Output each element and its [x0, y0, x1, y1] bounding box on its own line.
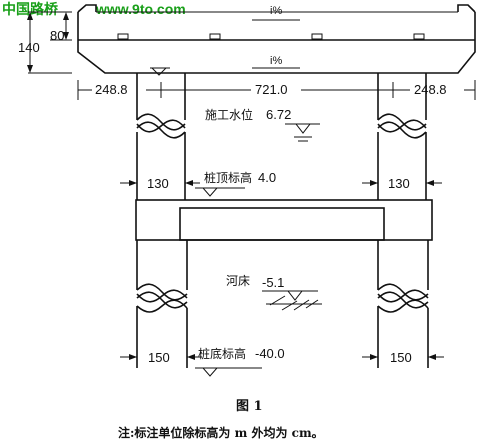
column-width-dims: 130 130 [120, 176, 442, 191]
left-column [136, 73, 186, 200]
watermark-right: www.9to.com [95, 1, 186, 17]
dim-overhang-left: 248.8 [95, 82, 128, 97]
cap-beam [77, 4, 476, 74]
slope-bottom-label: i% [270, 55, 282, 67]
pile-bottom-label: 桩底标高 [198, 346, 246, 361]
pile-top-value: 4.0 [258, 170, 276, 185]
pile-top-label: 桩顶标高 [204, 170, 252, 185]
dim-span: 721.0 [255, 82, 288, 97]
watermark-left: 中国路桥 [2, 1, 59, 18]
dim-overhang-right: 248.8 [414, 82, 447, 97]
dim-80: 80 [50, 28, 64, 43]
construction-water-value: 6.72 [266, 107, 291, 122]
dim-pile-left: 150 [148, 350, 170, 365]
pile-top-level: 桩顶标高 4.0 [195, 170, 276, 197]
figure-caption: 图 1 [236, 399, 263, 414]
horizontal-dimensions: 248.8 721.0 248.8 [77, 80, 476, 100]
left-pile [136, 240, 188, 368]
right-column [377, 73, 427, 200]
construction-water-label: 施工水位 [205, 107, 253, 122]
pile-width-dims: 150 150 [120, 350, 444, 365]
construction-water-level: 施工水位 6.72 [205, 107, 320, 142]
deck-height-dimensions: 80 140 [18, 11, 72, 74]
tie-beam [135, 199, 433, 241]
slope-top-label: i% [270, 5, 282, 17]
dim-pile-right: 150 [390, 350, 412, 365]
riverbed-label: 河床 [226, 274, 250, 288]
pile-bottom-level: 桩底标高 -40.0 [195, 346, 285, 377]
dim-140: 140 [18, 40, 40, 55]
pile-bottom-value: -40.0 [255, 346, 285, 361]
riverbed-level: 河床 -5.1 [226, 274, 322, 311]
right-pile [377, 240, 429, 368]
dim-column-left: 130 [147, 176, 169, 191]
dim-column-right: 130 [388, 176, 410, 191]
figure-note: 注:标注单位除标高为 m 外均为 cm。 [118, 425, 324, 440]
riverbed-value: -5.1 [262, 275, 284, 290]
